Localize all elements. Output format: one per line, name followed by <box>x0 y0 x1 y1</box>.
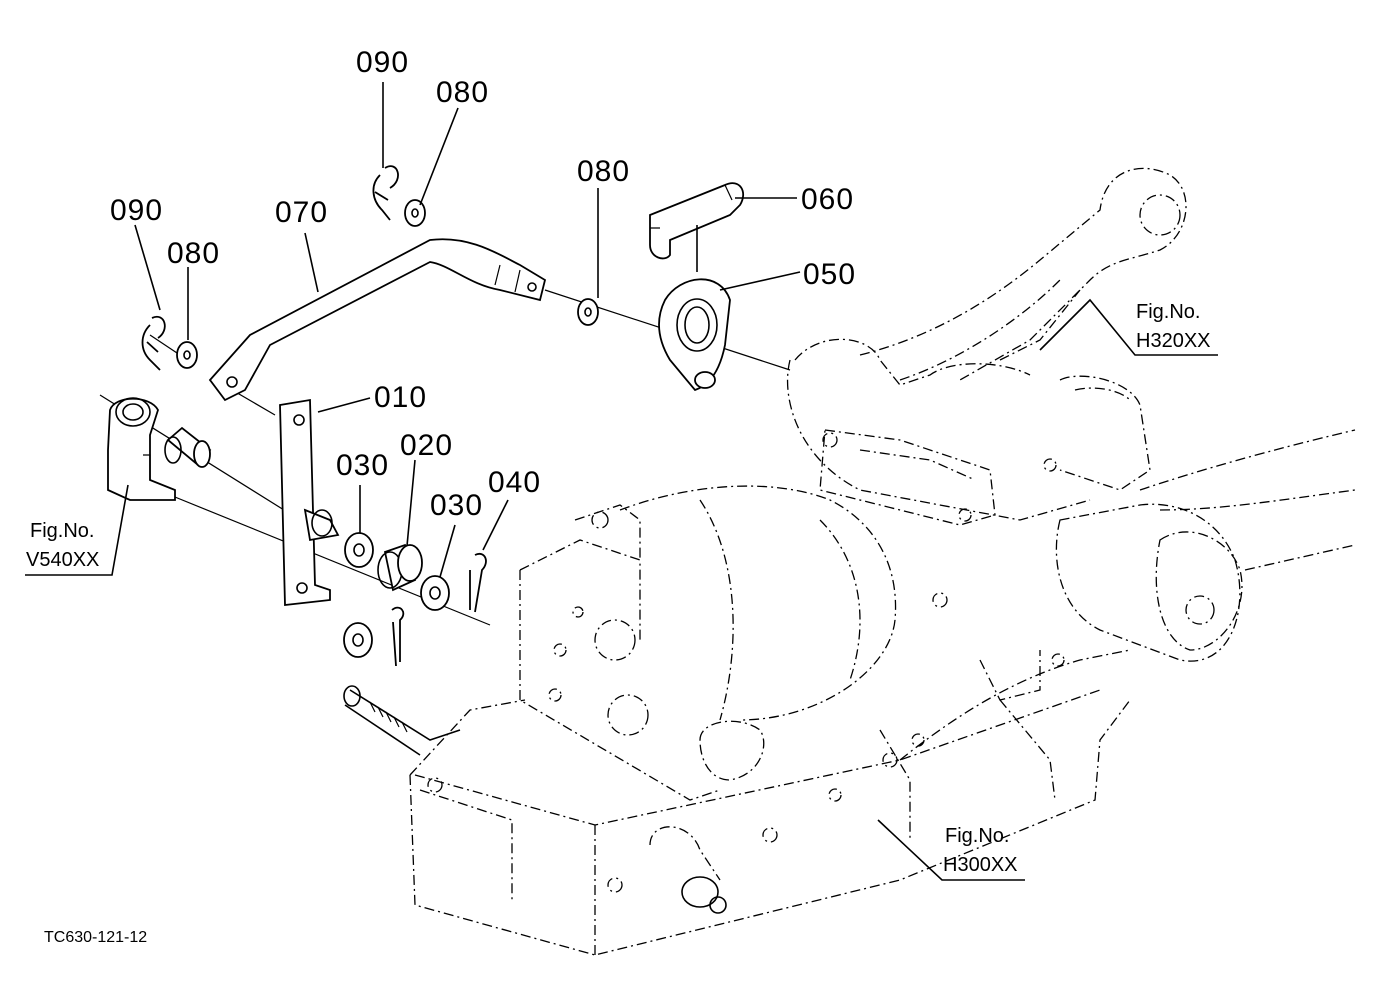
callout-070: 070 <box>275 196 328 229</box>
callout-090-top: 090 <box>356 46 409 79</box>
ref-v540-line1: Fig.No. <box>30 520 94 542</box>
rod-070-hole <box>226 376 238 388</box>
washer-080-left <box>176 341 198 369</box>
callout-090-left: 090 <box>110 194 163 227</box>
reference-labels: Fig.No. V540XX Fig.No. H320XX Fig.No. H3… <box>26 301 1211 876</box>
washer-lower <box>343 622 373 658</box>
ref-h320-line2: H320XX <box>1136 330 1211 352</box>
diagram-code: TC630-121-12 <box>44 929 147 946</box>
ref-h300-line2: H300XX <box>943 854 1018 876</box>
callout-080-left: 080 <box>167 237 220 270</box>
split-pin-040 <box>469 552 487 613</box>
transmission-housing <box>343 167 1356 956</box>
ref-v540-line2: V540XX <box>26 549 99 571</box>
leader-lines <box>25 82 1218 881</box>
callout-030-left: 030 <box>336 449 389 482</box>
ref-h300-line1: Fig.No. <box>945 825 1009 847</box>
clip-060 <box>649 182 745 260</box>
washer-030-left <box>344 532 374 568</box>
exploded-parts <box>99 165 791 667</box>
knuckle-v540 <box>107 397 176 501</box>
cam-plate-050 <box>658 278 731 392</box>
callout-060: 060 <box>801 183 854 216</box>
callout-050: 050 <box>803 258 856 291</box>
callout-080-right: 080 <box>577 155 630 188</box>
lever-010 <box>279 398 340 607</box>
pin-090-left <box>141 315 166 371</box>
washer-080-right <box>577 298 599 326</box>
washer-030-right <box>420 575 450 611</box>
callout-030-right: 030 <box>430 489 483 522</box>
bush <box>164 426 212 468</box>
ref-h320-line1: Fig.No. <box>1136 301 1200 323</box>
callout-020: 020 <box>400 429 453 462</box>
callout-010: 010 <box>374 381 427 414</box>
callout-040: 040 <box>488 466 541 499</box>
pin-090-top <box>372 165 399 221</box>
washer-080-top <box>404 199 426 227</box>
rod-070 <box>208 238 547 402</box>
split-pin-lower <box>391 606 405 667</box>
callout-080-top: 080 <box>436 76 489 109</box>
callout-labels: 090 080 090 070 080 080 060 050 010 020 … <box>110 46 856 522</box>
collar-020 <box>377 543 423 592</box>
